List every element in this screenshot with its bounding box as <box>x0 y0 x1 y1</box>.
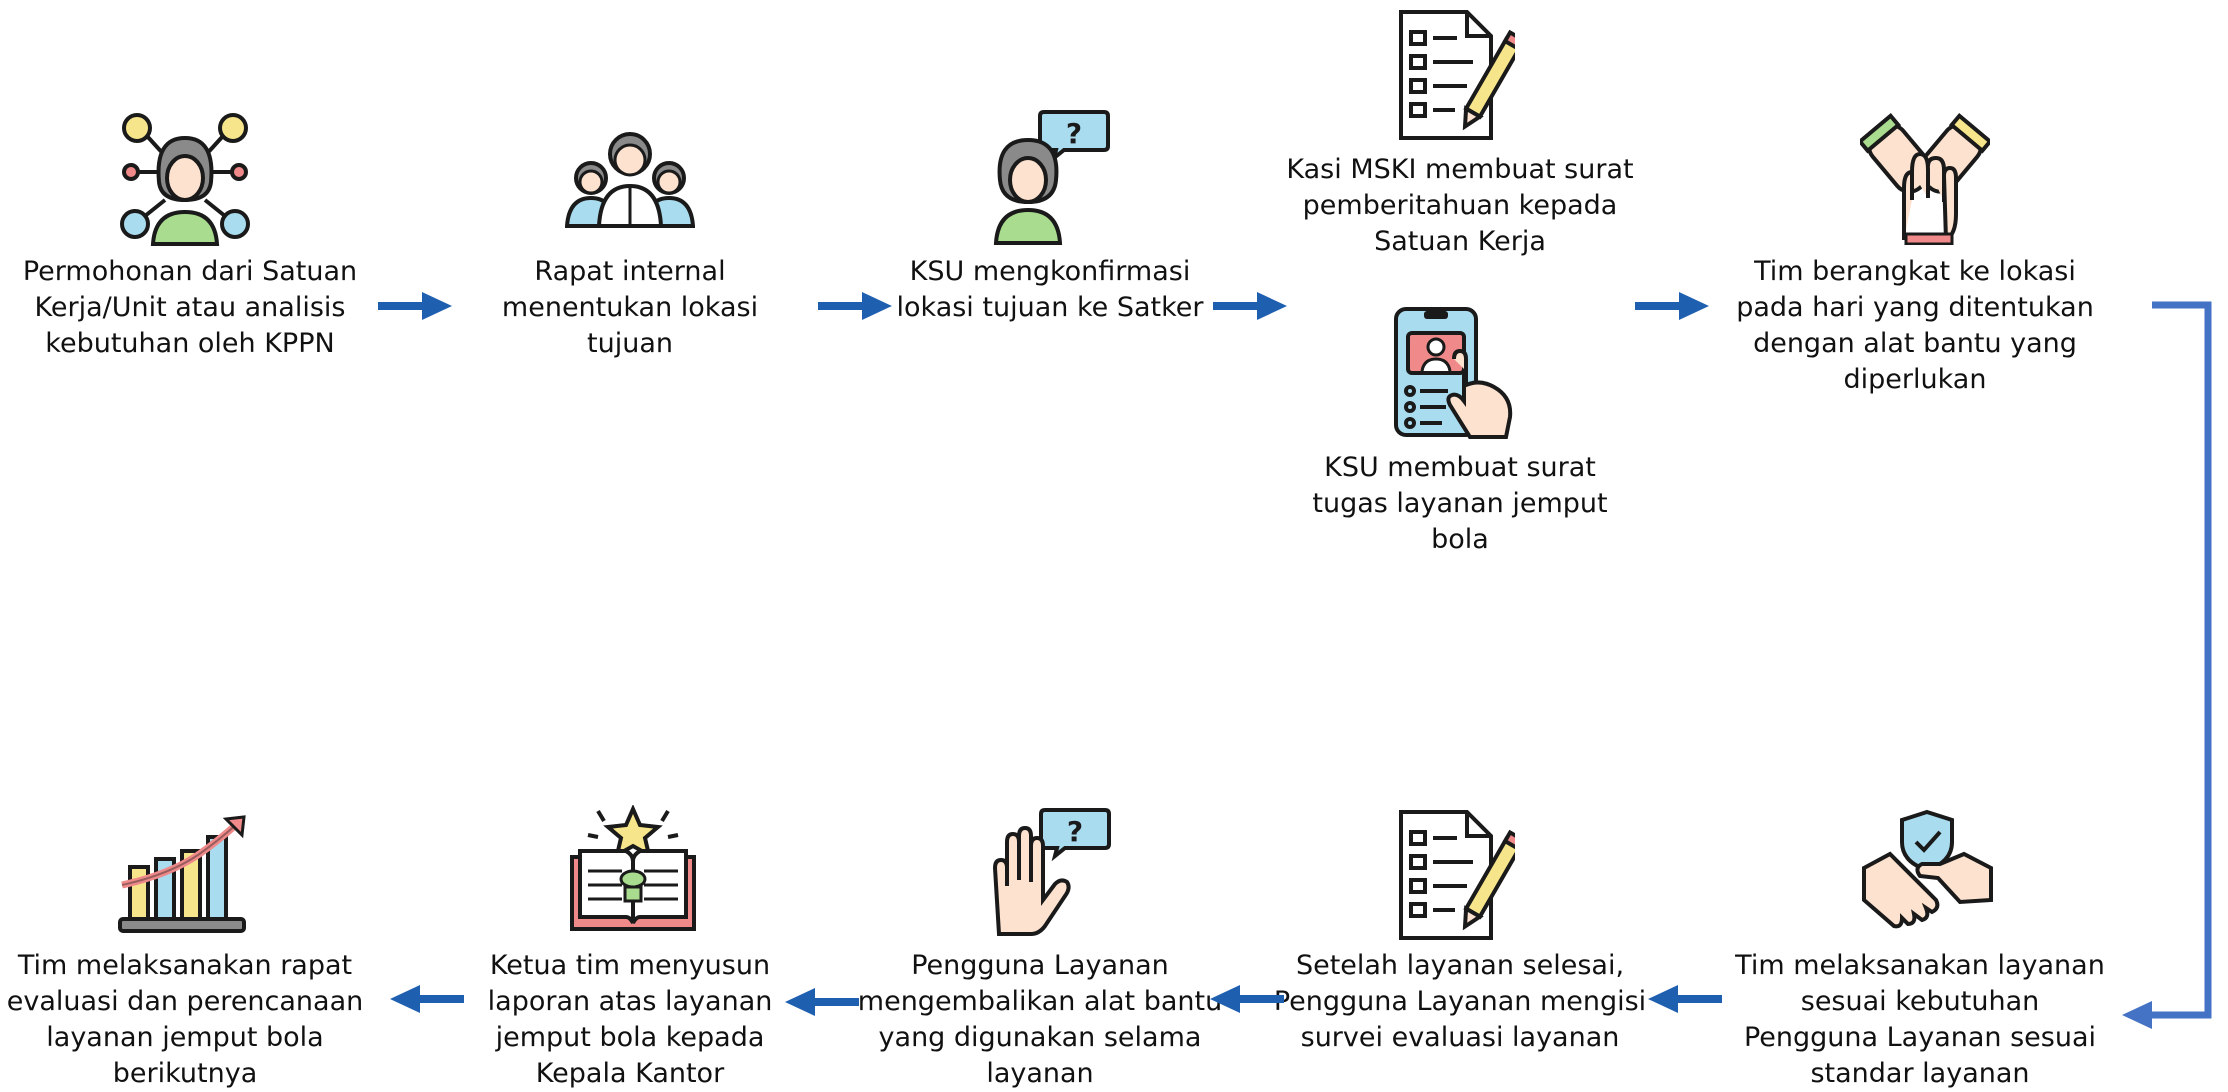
growth-chart-icon <box>118 815 253 935</box>
step-6-label: Tim berangkat ke lokasi pada hari yang d… <box>1736 256 2094 395</box>
step-2-label: Rapat internal menentukan lokasi tujuan <box>501 256 759 359</box>
arrow-left <box>1648 985 1722 1013</box>
book-star-icon <box>568 805 698 940</box>
arrow-right <box>378 292 452 320</box>
step-3-label: KSU mengkonfirmasi lokasi tujuan ke Satk… <box>896 256 1204 323</box>
hands-together-icon <box>1860 110 1990 245</box>
step-9-label: Pengguna Layanan mengembalikan alat bant… <box>857 950 1223 1089</box>
arrow-left <box>1210 985 1284 1013</box>
svg-text:?: ? <box>1067 815 1083 848</box>
hand-question-icon: ? <box>985 808 1115 938</box>
arrow-right <box>1635 292 1709 320</box>
phone-touch-icon <box>1390 305 1520 440</box>
arrow-left <box>390 985 464 1013</box>
arrow-left <box>785 988 859 1016</box>
document-checklist-pencil-icon <box>1395 808 1515 943</box>
step-7-label: Tim melaksanakan layanan sesuai kebutuha… <box>1735 950 2105 1089</box>
team-meeting-icon <box>565 128 695 228</box>
svg-text:?: ? <box>1066 117 1082 150</box>
step-5-label: KSU membuat surat tugas layanan jemput b… <box>1312 452 1608 555</box>
step-4-label: Kasi MSKI membuat surat pemberitahuan ke… <box>1286 154 1634 257</box>
document-checklist-pencil-icon <box>1395 8 1515 143</box>
arrow-right <box>818 292 892 320</box>
step-1-label: Permohonan dari Satuan Kerja/Unit atau a… <box>22 256 358 359</box>
person-network-icon <box>115 108 255 248</box>
step-10-label: Ketua tim menyusun laporan atas layanan … <box>487 950 773 1089</box>
arrow-right <box>1213 292 1287 320</box>
step-11-label: Tim melaksanakan rapat evaluasi dan pere… <box>6 950 364 1089</box>
handshake-shield-icon <box>1860 808 1995 938</box>
person-question-icon: ? <box>990 110 1110 245</box>
step-8-label: Setelah layanan selesai, Pengguna Layana… <box>1273 950 1647 1053</box>
